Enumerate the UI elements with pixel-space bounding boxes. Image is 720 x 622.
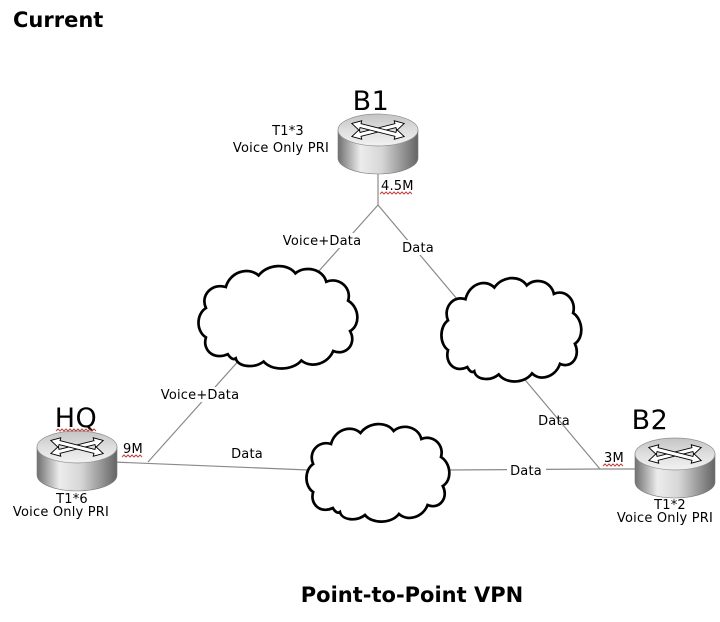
label-bg xyxy=(229,446,265,461)
node-b2-label: B2 xyxy=(632,405,669,436)
link-label-voice-data-lower: Voice+Data xyxy=(161,388,240,403)
link-label-data-lower-right: Data xyxy=(510,464,542,479)
spellcheck-underline-icon xyxy=(379,191,413,195)
node-b1-bandwidth: 4.5M xyxy=(381,179,414,194)
link-label-data-lower-left: Data xyxy=(231,447,263,462)
router-b2-icon xyxy=(634,437,716,499)
cloud-middle-icon xyxy=(305,422,451,523)
spellcheck-underline-icon xyxy=(55,428,97,432)
label-bg xyxy=(283,233,362,248)
cloud-right-icon xyxy=(440,276,583,383)
node-hq-trunk-desc: Voice Only PRI xyxy=(13,505,109,520)
node-b2-trunk: T1*2 xyxy=(653,498,686,513)
node-b2-trunk-desc: Voice Only PRI xyxy=(617,511,713,526)
spellcheck-underline-icon xyxy=(602,463,624,467)
label-bg xyxy=(507,463,546,477)
link-label-data-upper: Data xyxy=(402,241,434,256)
node-b1-trunk: T1*3 xyxy=(271,124,304,139)
diagram-title: Current xyxy=(13,8,103,32)
link-label-data-diagonal: Data xyxy=(538,414,570,429)
link-label-voice-data-upper: Voice+Data xyxy=(283,234,362,249)
diagram-caption: Point-to-Point VPN xyxy=(301,583,523,607)
node-b1-trunk-desc: Voice Only PRI xyxy=(233,141,329,156)
label-bg xyxy=(400,240,436,255)
node-b1-label: B1 xyxy=(353,86,390,117)
cloud-left-icon xyxy=(197,264,359,370)
spellcheck-underline-icon xyxy=(121,454,143,458)
node-b2-bandwidth: 3M xyxy=(604,451,624,466)
router-b1-icon xyxy=(337,113,419,175)
label-bg xyxy=(161,387,240,402)
node-hq-trunk: T1*6 xyxy=(55,492,88,507)
router-hq-icon xyxy=(36,430,118,492)
node-hq-bandwidth: 9M xyxy=(123,442,143,457)
